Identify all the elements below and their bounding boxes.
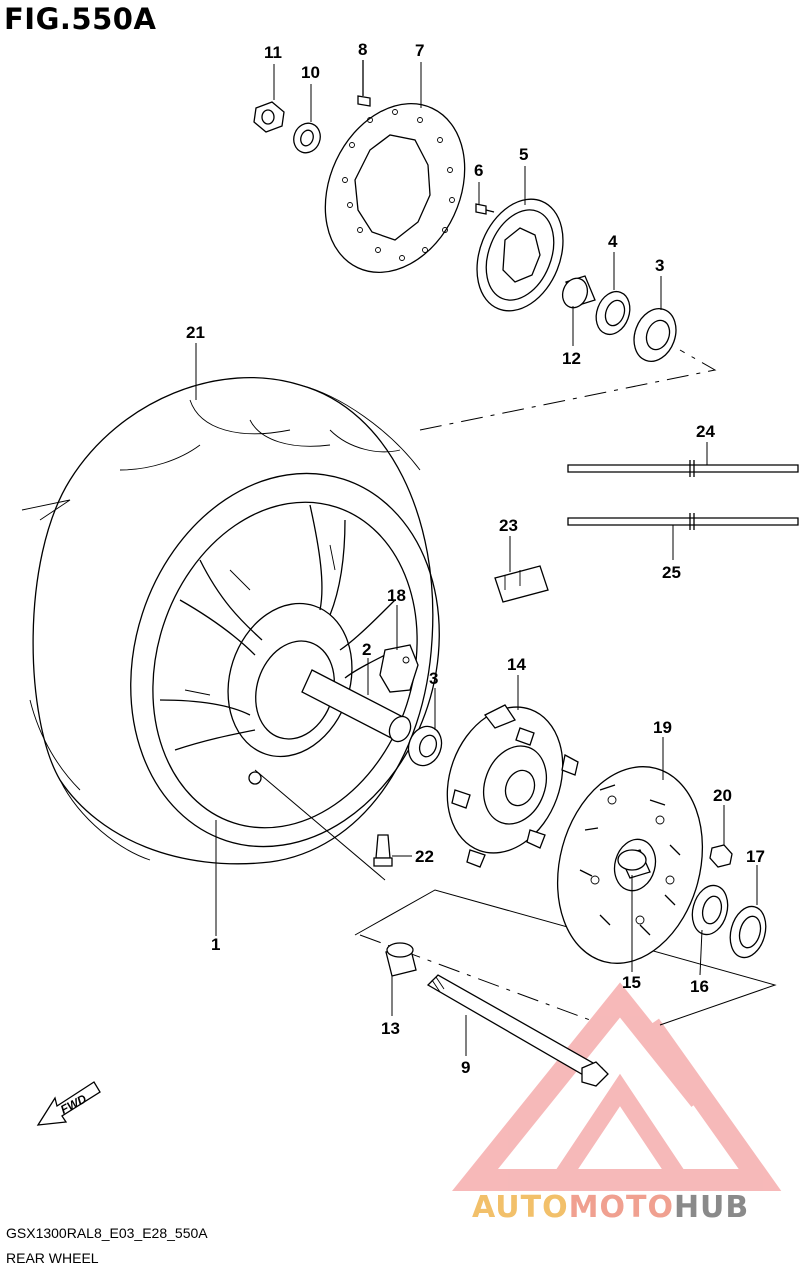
callout-labels: 11 10 8 7 6 5 4 3 12 21 24 25 23 18 2 3 … <box>186 40 765 1077</box>
callout-16: 16 <box>690 977 709 996</box>
callout-6: 6 <box>474 161 483 180</box>
callout-24: 24 <box>696 422 715 441</box>
callout-17: 17 <box>746 847 765 866</box>
section-name: REAR WHEEL <box>6 1250 99 1266</box>
sprocket-oil-seal <box>729 905 767 959</box>
callout-1: 1 <box>211 935 220 954</box>
callout-2: 2 <box>362 640 371 659</box>
callout-leaders <box>195 62 758 1056</box>
axle-nut <box>253 101 285 133</box>
abs-sensor-rotor <box>476 198 564 312</box>
callout-3-left: 3 <box>429 669 438 688</box>
callout-20: 20 <box>713 786 732 805</box>
sprocket-carrier <box>446 704 579 868</box>
sprocket-spacer <box>617 849 651 879</box>
balance-weight-strip-25 <box>567 513 799 530</box>
callout-14: 14 <box>507 655 526 674</box>
collar-spacer <box>561 275 596 309</box>
sprocket-nut <box>709 844 733 868</box>
axle-collar <box>385 942 417 977</box>
rear-tire <box>21 377 434 865</box>
callout-11: 11 <box>264 43 282 62</box>
callout-9: 9 <box>461 1058 470 1077</box>
callout-22: 22 <box>415 847 434 866</box>
watermark-word-auto: AUTO <box>472 1190 569 1225</box>
balance-weight-clip <box>494 565 549 603</box>
disc-bolt <box>357 60 371 107</box>
fwd-direction-arrow: FWD <box>36 1081 101 1126</box>
callout-8: 8 <box>358 40 367 59</box>
callout-3-top: 3 <box>655 256 664 275</box>
figure-title: FIG.550A <box>4 2 157 36</box>
rear-axle <box>426 974 609 1087</box>
oil-seal <box>595 290 631 336</box>
rear-wheel-rim <box>130 472 440 848</box>
callout-13: 13 <box>381 1019 400 1038</box>
callout-23: 23 <box>499 516 518 535</box>
wheel-bearing-top <box>633 308 677 362</box>
watermark-logo <box>452 982 782 1191</box>
sensor-rotor-bolt <box>475 203 495 215</box>
callout-19: 19 <box>653 718 672 737</box>
axle-washer <box>293 122 321 154</box>
callout-12: 12 <box>562 349 581 368</box>
callout-18: 18 <box>387 586 406 605</box>
tire-valve <box>373 834 393 867</box>
hub-spacer-tube <box>301 669 412 743</box>
cush-drive-damper <box>379 644 419 693</box>
callout-25: 25 <box>662 563 681 582</box>
callout-10: 10 <box>301 63 320 82</box>
callout-7: 7 <box>415 41 424 60</box>
sprocket-carrier-bearing <box>691 884 729 936</box>
watermark-brand: AUTOMOTOHUB <box>472 1190 749 1225</box>
model-code: GSX1300RAL8_E03_E28_550A <box>6 1225 208 1241</box>
callout-5: 5 <box>519 145 528 164</box>
callout-4: 4 <box>608 232 618 251</box>
balance-weight-strip-24 <box>567 460 799 477</box>
watermark-word-moto: MOTO <box>568 1190 674 1225</box>
watermark-word-hub: HUB <box>673 1190 750 1225</box>
wheel-bearing-left <box>407 725 443 767</box>
callout-15: 15 <box>622 973 641 992</box>
callout-21: 21 <box>186 323 205 342</box>
rear-brake-disc <box>324 102 466 274</box>
